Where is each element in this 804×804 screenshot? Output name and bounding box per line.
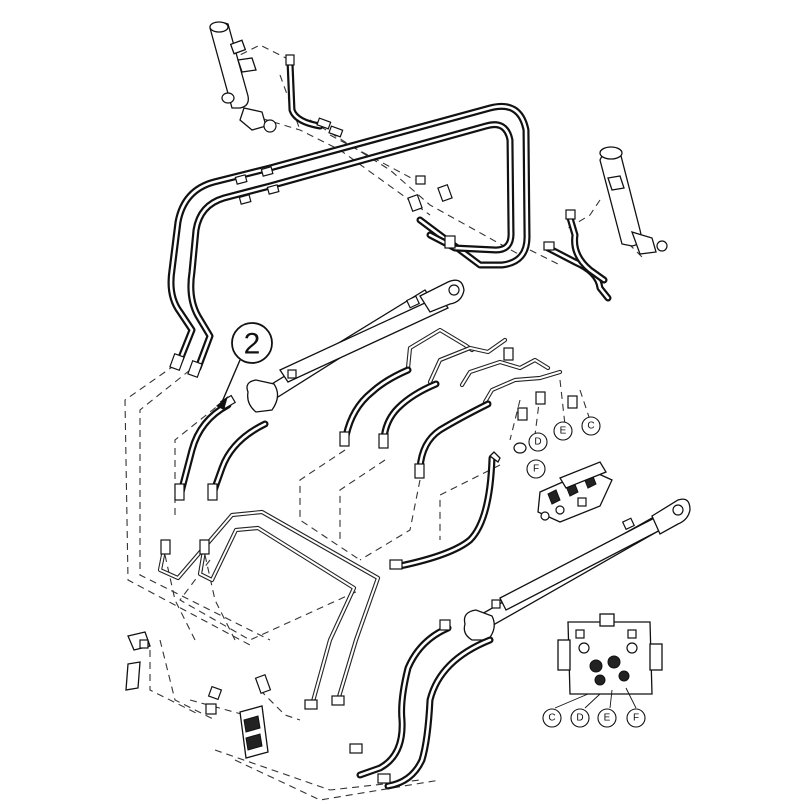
left-hose-pair	[174, 394, 269, 501]
svg-text:C: C	[548, 713, 555, 724]
svg-text:F: F	[533, 464, 539, 475]
callout-f-detail: F	[626, 708, 646, 728]
svg-text:E: E	[604, 713, 611, 724]
upper-left-lift-cylinder	[209, 21, 277, 133]
lower-left-valve	[125, 631, 272, 759]
svg-text:E: E	[560, 426, 567, 437]
lower-rigid-pipes	[157, 509, 381, 710]
lower-tilt-cylinder	[463, 498, 691, 641]
upper-fittings	[169, 54, 576, 379]
upper-port-callouts: D E C F	[526, 416, 601, 479]
callout-c-upper: C	[581, 416, 601, 436]
upper-valve-fittings	[503, 347, 578, 454]
upper-control-valve	[537, 461, 613, 523]
svg-text:D: D	[576, 713, 583, 724]
upper-right-lift-cylinder	[599, 146, 668, 255]
mid-tilt-cylinder	[246, 279, 465, 413]
callout-c-detail: C	[542, 708, 562, 728]
middle-hoses	[339, 366, 501, 570]
callout-e-upper: E	[553, 421, 573, 441]
callout-2: 2	[216, 322, 273, 410]
callout-d-detail: D	[570, 708, 590, 728]
callout-e-detail: E	[597, 708, 617, 728]
svg-text:C: C	[587, 421, 594, 432]
lower-hoses	[349, 619, 494, 790]
svg-text:F: F	[633, 713, 639, 724]
callout-f-upper: F	[526, 459, 546, 479]
callout-2-label: 2	[244, 328, 261, 361]
callout-d-upper: D	[528, 432, 548, 452]
detail-control-valve	[554, 613, 663, 709]
detail-port-callouts: C D E F	[542, 708, 646, 728]
svg-text:D: D	[534, 437, 541, 448]
middle-rigid-pipes	[405, 327, 563, 405]
